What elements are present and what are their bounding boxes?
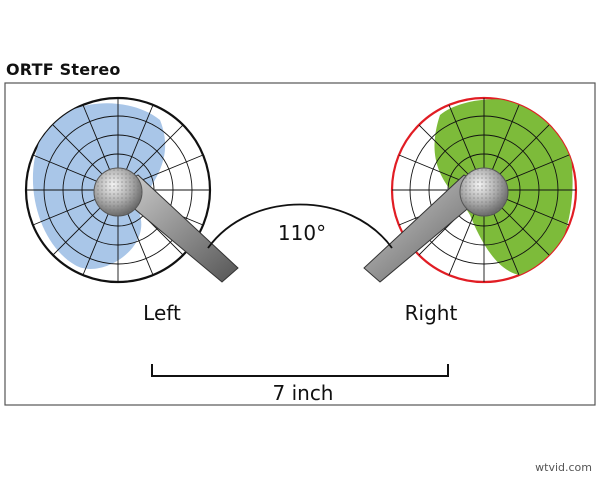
microphone-icon: [363, 167, 509, 283]
left-label: Left: [143, 301, 181, 325]
right-label: Right: [405, 301, 458, 325]
left-microphone-group: [24, 96, 239, 284]
diagram-title: ORTF Stereo: [6, 60, 121, 79]
microphone-icon: [93, 167, 239, 283]
distance-label: 7 inch: [273, 381, 334, 405]
right-microphone-group: [363, 96, 578, 284]
distance-dimension: [151, 364, 449, 377]
angle-label: 110°: [278, 221, 326, 245]
watermark: wtvid.com: [535, 461, 592, 474]
angle-arc: [207, 203, 393, 249]
diagram-border: [4, 82, 596, 406]
